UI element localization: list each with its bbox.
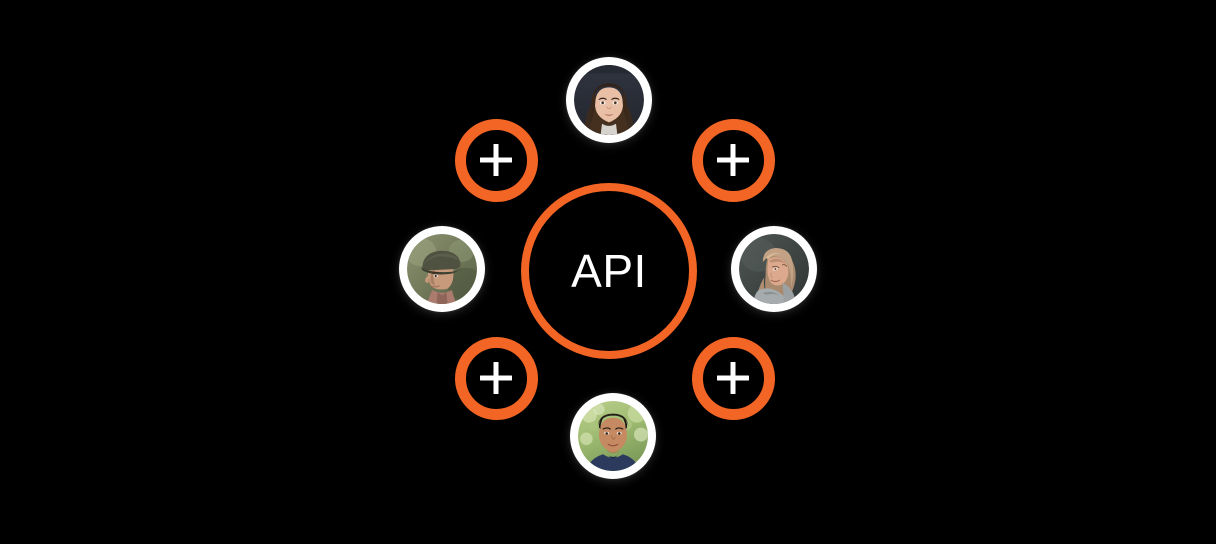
api-hub-label: API [571, 245, 647, 297]
add-integration-button-top-right[interactable] [691, 118, 775, 202]
plus-icon [480, 144, 512, 176]
avatar-left[interactable] [399, 226, 485, 312]
avatar-top[interactable] [566, 57, 652, 143]
plus-icon [717, 362, 749, 394]
plus-icon [480, 362, 512, 394]
avatar-bottom[interactable] [570, 393, 656, 479]
avatar-top-photo [574, 65, 644, 135]
add-integration-button-top-left[interactable] [454, 118, 538, 202]
avatar-left-photo [407, 234, 477, 304]
add-integration-button-bottom-right[interactable] [691, 336, 775, 420]
add-integration-button-bottom-left[interactable] [454, 336, 538, 420]
api-hub-circle[interactable]: API [521, 183, 697, 359]
plus-icon [717, 144, 749, 176]
avatar-right[interactable] [731, 226, 817, 312]
avatar-bottom-photo [578, 401, 648, 471]
avatar-right-photo [739, 234, 809, 304]
